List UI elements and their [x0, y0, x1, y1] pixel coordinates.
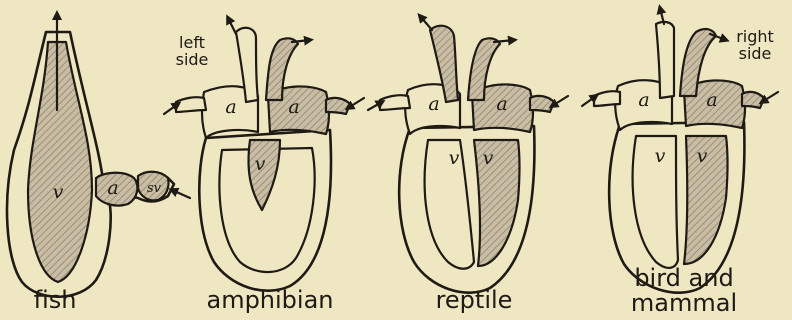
- blood-flow-arrow-icon: [172, 190, 190, 198]
- reptile-heart: a a v v reptile: [368, 16, 568, 314]
- bird-mammal-chamber-label: v: [697, 145, 708, 167]
- fish-chamber-label: sv: [147, 181, 162, 196]
- fish-chamber-label: a: [107, 177, 118, 199]
- amphibian-chamber-label: v: [255, 153, 266, 175]
- fish-heart: v a sv fish: [7, 14, 190, 314]
- reptile-chamber-label: a: [428, 93, 439, 115]
- fish-caption: fish: [34, 286, 77, 314]
- left-side-label-line: side: [176, 50, 209, 69]
- reptile-chamber-label: v: [483, 147, 494, 169]
- blood-flow-arrow-icon: [228, 18, 236, 34]
- blood-flow-arrow-icon: [420, 16, 432, 30]
- amphibian-chamber-label: a: [288, 96, 299, 118]
- reptile-caption: reptile: [436, 286, 513, 314]
- bird-mammal-caption-line: mammal: [631, 289, 737, 317]
- amphibian-chamber-label: a: [225, 96, 236, 118]
- amphibian-right-vein: [326, 98, 350, 114]
- bird-mammal-chamber-label: a: [706, 89, 717, 111]
- reptile-chamber-label: v: [449, 147, 460, 169]
- bird-mammal-right-vein: [742, 92, 764, 108]
- fish-chamber-label: v: [53, 181, 64, 203]
- bird-mammal-left-vein: [594, 91, 620, 106]
- amphibian-left-vein: [176, 97, 206, 112]
- reptile-right-vein: [530, 96, 554, 112]
- reptile-left-vein: [380, 95, 410, 110]
- bird-mammal-chamber-label: v: [655, 145, 666, 167]
- right-side-label-line: side: [739, 44, 772, 63]
- reptile-chamber-label: a: [496, 93, 507, 115]
- bird-mammal-caption-line: bird and: [634, 264, 733, 292]
- bird-mammal-chamber-label: a: [638, 89, 649, 111]
- amphibian-caption: amphibian: [206, 286, 333, 314]
